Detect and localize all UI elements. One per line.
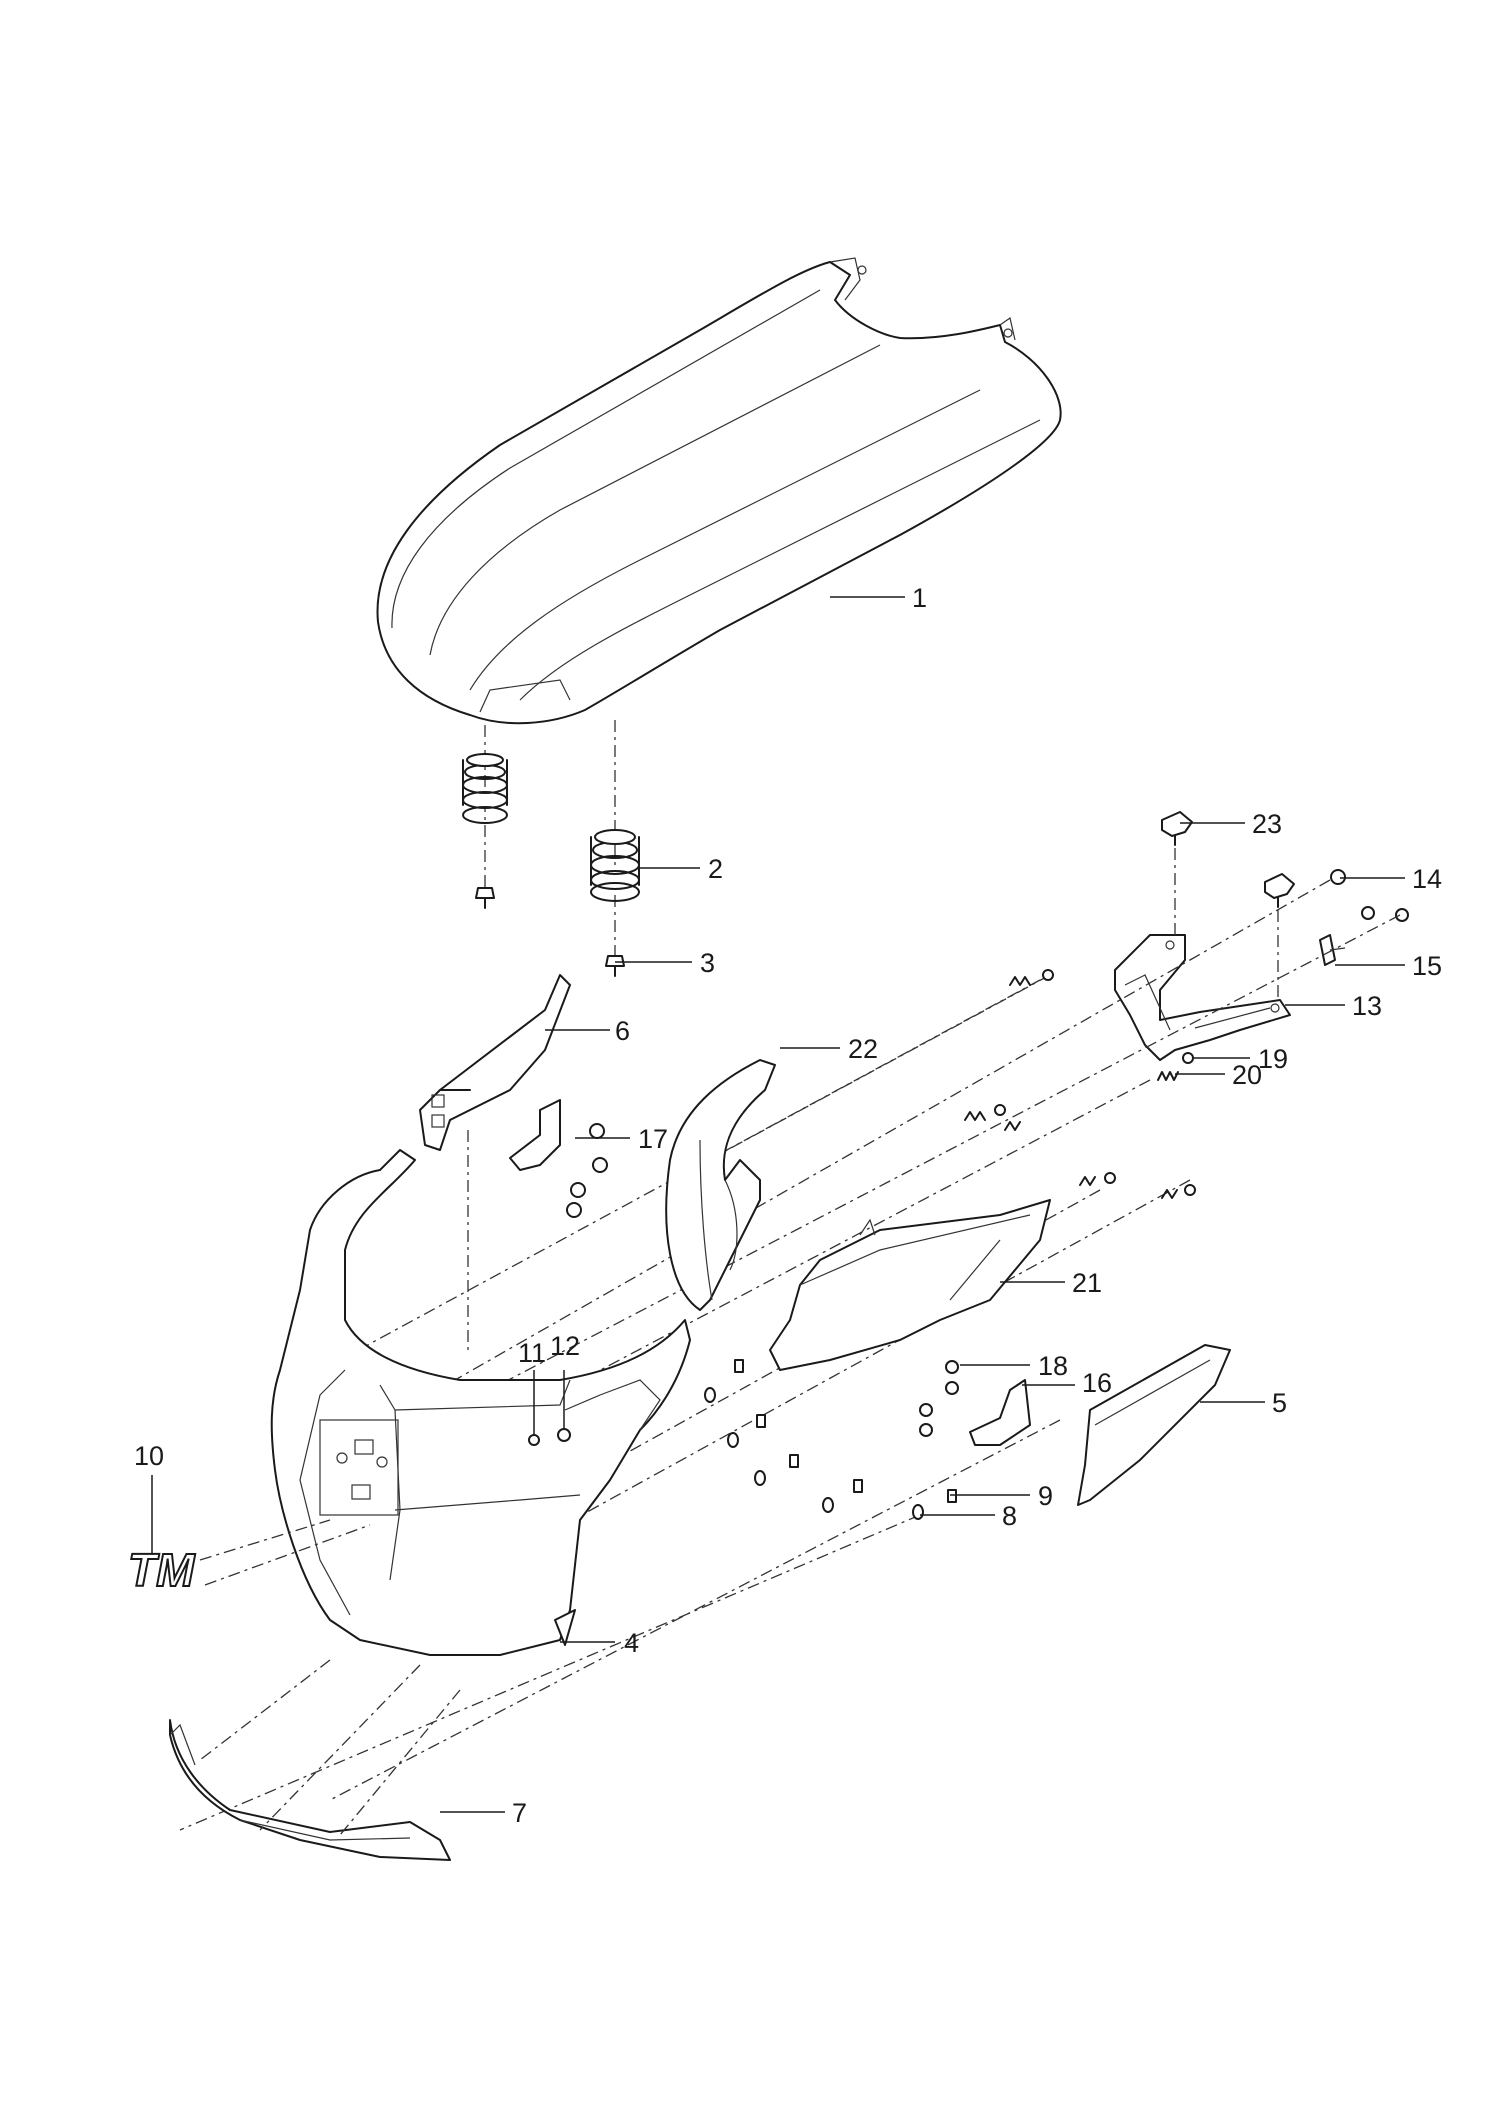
callout-5: 5 (1272, 1388, 1287, 1418)
part-7-lower-lip (169, 1719, 451, 1861)
callout-15: 15 (1412, 951, 1442, 981)
callout-13: 13 (1352, 991, 1382, 1021)
callout-11: 11 (518, 1338, 546, 1368)
assembly-line (204, 1524, 371, 1586)
part-3-bolt (475, 887, 625, 977)
callout-20: 20 (1232, 1060, 1262, 1090)
svg-text:TM: TM (128, 1544, 196, 1596)
assembly-line (499, 1179, 1191, 1561)
part-23-knob (1161, 811, 1295, 908)
assembly-line (339, 1689, 461, 1836)
assembly-line (689, 979, 1041, 1171)
callout-6: 6 (615, 1016, 630, 1046)
part-11-screw (528, 1434, 540, 1446)
callout-22: 22 (848, 1034, 878, 1064)
part-21-headlight (769, 1199, 1051, 1371)
part-9-clip (734, 1359, 957, 1503)
hardware-group (964, 969, 1196, 1199)
part-8-washer (704, 1387, 924, 1520)
callout-9: 9 (1038, 1481, 1053, 1511)
assembly-line (259, 1664, 421, 1831)
assembly-line (469, 914, 1401, 1401)
part-10-emblem: TM (127, 1543, 197, 1597)
callout-1: 1 (912, 583, 927, 613)
callout-16: 16 (1082, 1368, 1112, 1398)
part-18-bolt (919, 1360, 959, 1437)
callout-18: 18 (1038, 1351, 1068, 1381)
callout-12: 12 (550, 1331, 580, 1361)
callout-19: 19 (1258, 1044, 1288, 1074)
part-13-bracket (1114, 934, 1291, 1061)
part-1-top-cowl (376, 257, 1062, 725)
callout-17: 17 (638, 1124, 668, 1154)
leader-lines (151, 596, 1405, 1813)
assembly-line (179, 1514, 921, 1831)
part-16-bracket (969, 1379, 1031, 1446)
callout-3: 3 (700, 948, 715, 978)
callout-8: 8 (1002, 1501, 1017, 1531)
part-2-bumper-spring (462, 753, 640, 902)
part-22-inner-panel (665, 1059, 776, 1311)
part-6-side-panel (419, 974, 571, 1151)
part-15-clip (1319, 934, 1346, 966)
callout-2: 2 (708, 854, 723, 884)
callout-23: 23 (1252, 809, 1282, 839)
callout-14: 14 (1412, 864, 1442, 894)
part-20-spring (1157, 1071, 1179, 1081)
part-19-washer (1182, 1052, 1194, 1064)
callout-4: 4 (624, 1628, 639, 1658)
assembly-line (199, 1659, 331, 1761)
callout-labels: 1 2 3 4 5 6 7 8 9 10 11 12 13 14 15 16 1… (134, 583, 1442, 1828)
assembly-line (329, 1419, 1061, 1801)
part-5-side-panel (1077, 1344, 1231, 1506)
callout-7: 7 (512, 1798, 527, 1828)
callout-21: 21 (1072, 1268, 1102, 1298)
part-12-nut (557, 1428, 571, 1442)
callout-10: 10 (134, 1441, 164, 1471)
assembly-line (454, 879, 1331, 1381)
part-14-nut (1330, 869, 1409, 922)
assembly-line (199, 1519, 331, 1561)
part-17-bracket (509, 1099, 608, 1218)
part-4-front-cowl (270, 1149, 691, 1656)
